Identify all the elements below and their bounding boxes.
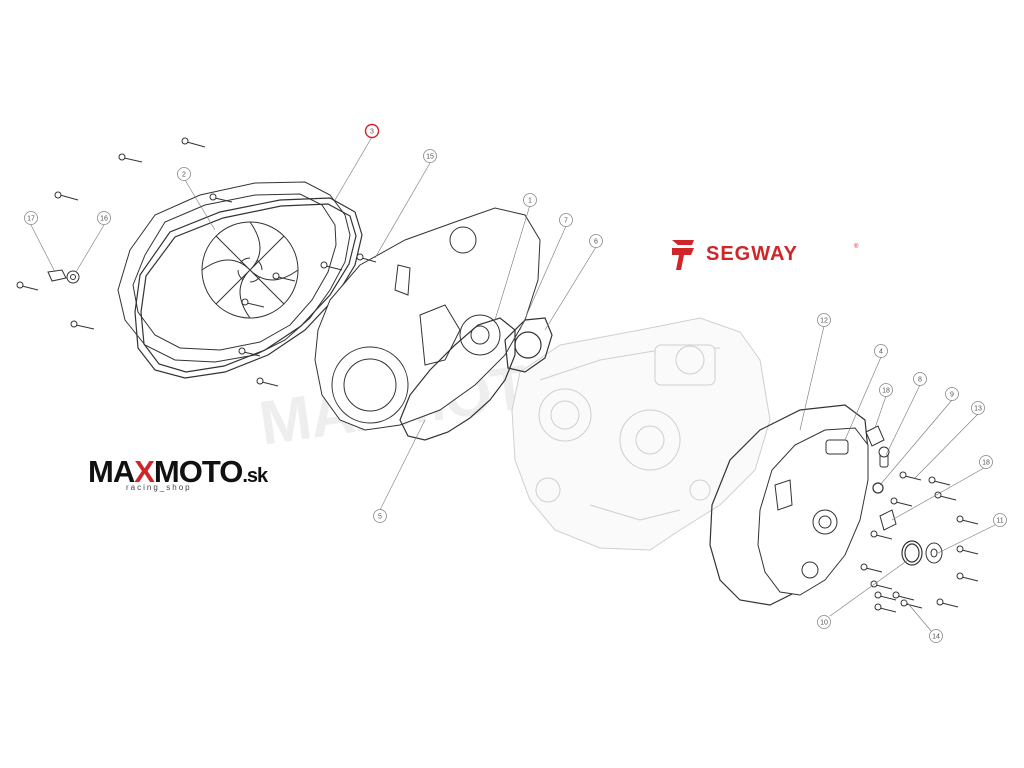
callout-13: 13: [971, 401, 985, 415]
callout-1: 1: [523, 193, 537, 207]
callout-18a: 18: [879, 383, 893, 397]
flange-gasket: [504, 317, 553, 373]
svg-text:14: 14: [932, 634, 940, 641]
retainer-part-17: [47, 269, 67, 282]
callout-4: 4: [874, 344, 888, 358]
clip-part-18a: [865, 425, 885, 447]
svg-text:17: 17: [27, 216, 35, 223]
svg-text:3: 3: [370, 129, 374, 136]
svg-text:16: 16: [100, 216, 108, 223]
inner-cvt-cover: [314, 207, 541, 431]
segway-emblem-icon: [672, 240, 694, 270]
svg-text:7: 7: [564, 218, 568, 225]
svg-text:11: 11: [996, 518, 1003, 525]
callout-11: 11: [993, 513, 1007, 527]
callout-17: 17: [24, 211, 38, 225]
callout-6: 6: [589, 234, 603, 248]
svg-text:5: 5: [378, 514, 382, 521]
o-ring-part-9: [872, 482, 884, 494]
callout-3: 3: [364, 123, 380, 139]
callout-18b: 18: [979, 455, 993, 469]
callout-5: 5: [373, 509, 387, 523]
callout-10: 10: [817, 615, 831, 629]
svg-text:10: 10: [820, 620, 828, 627]
callout-8: 8: [913, 372, 927, 386]
callout-15: 15: [423, 149, 437, 163]
maxmoto-tagline: racing_shop: [126, 483, 192, 492]
svg-text:13: 13: [974, 406, 982, 413]
svg-text:8: 8: [918, 377, 922, 384]
bolts: [16, 137, 979, 613]
maxmoto-wordmark: MAXMOTO.sk: [88, 454, 268, 489]
magneto-side-cover: [757, 427, 869, 596]
svg-text:15: 15: [426, 154, 434, 161]
svg-text:9: 9: [950, 392, 954, 399]
engine-block: [511, 317, 771, 551]
segway-registered-mark: ®: [854, 244, 859, 250]
seal-ring-part-10: [901, 540, 923, 566]
callout-9: 9: [945, 387, 959, 401]
callout-12: 12: [817, 313, 831, 327]
svg-text:4: 4: [879, 349, 883, 356]
svg-text:18: 18: [882, 388, 890, 395]
svg-text:18: 18: [982, 460, 990, 467]
segway-wordmark: SEGWAY: [706, 243, 798, 265]
washer-part-11: [925, 542, 943, 564]
svg-text:2: 2: [182, 172, 186, 179]
spacer-part-16: [66, 270, 80, 284]
callout-2: 2: [177, 167, 191, 181]
callout-7: 7: [559, 213, 573, 227]
oil-sensor-part-8: [878, 446, 890, 468]
svg-text:6: 6: [594, 239, 598, 246]
callout-16: 16: [97, 211, 111, 225]
segway-logo: SEGWAY ®: [668, 236, 868, 274]
leader-lines: [30, 136, 996, 633]
callout-14: 14: [929, 629, 943, 643]
inner-cover-gasket: [399, 317, 516, 441]
clip-part-18b: [879, 509, 897, 531]
maxmoto-logo: MAXMOTO.sk racing_shop: [88, 456, 338, 496]
svg-text:12: 12: [820, 318, 828, 325]
svg-text:1: 1: [528, 198, 532, 205]
